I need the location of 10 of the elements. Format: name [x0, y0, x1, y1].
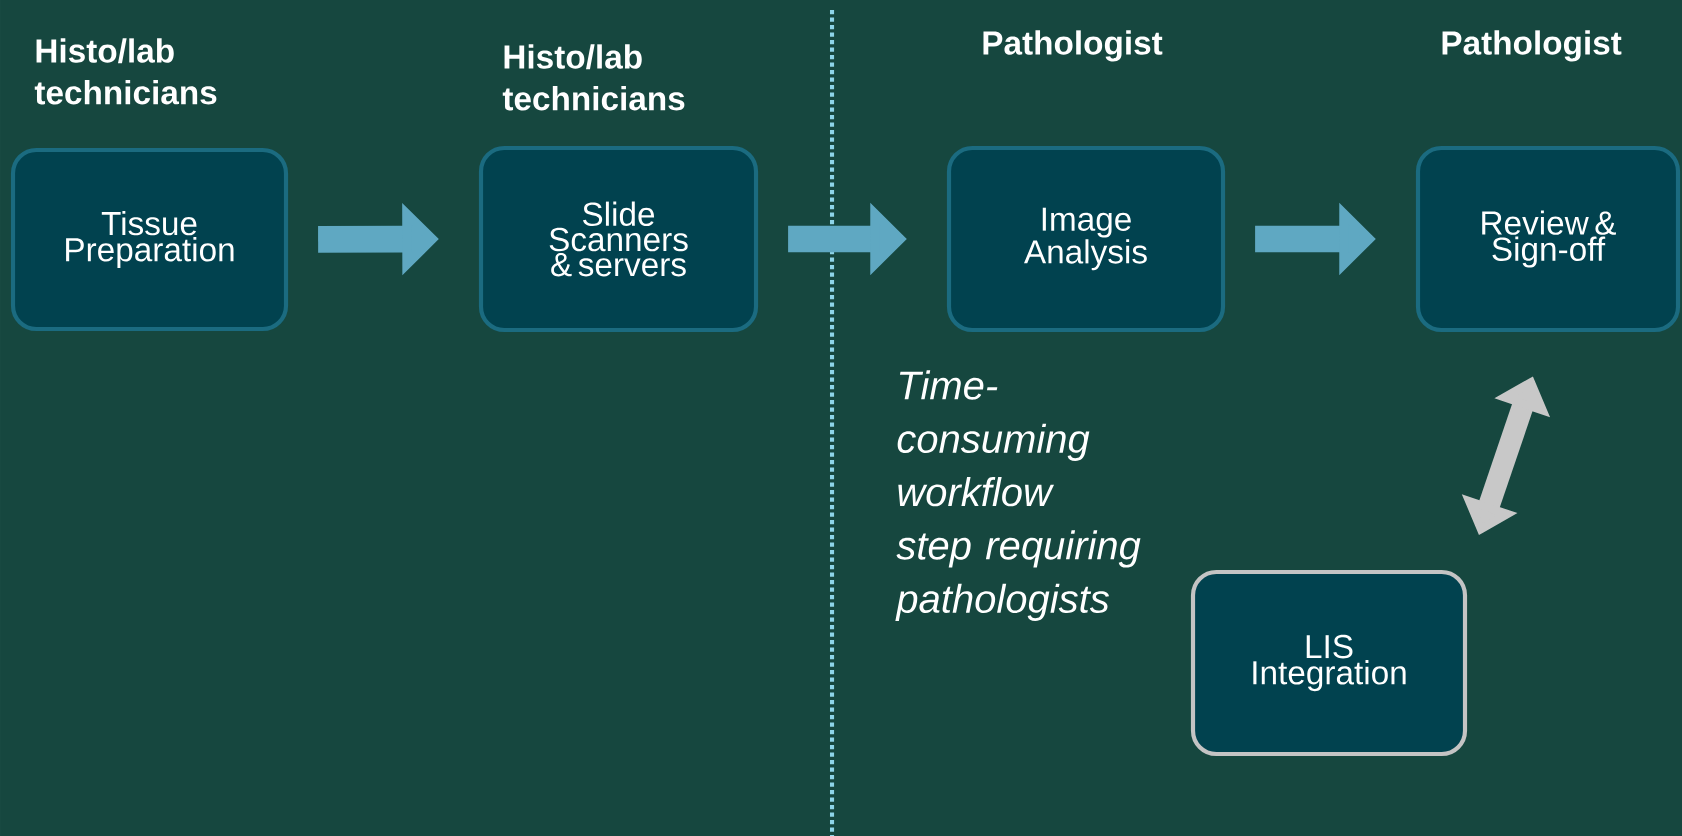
role-heading: Histo/lab technicians [34, 38, 217, 105]
role-heading: Histo/lab technicians [502, 44, 685, 111]
role-heading: Pathologist [983, 30, 1163, 62]
note-text: Time-consuming workflow step requiring pathologists [895, 370, 1141, 621]
process-box: LIS Integration [1190, 569, 1468, 757]
process-box: Slide Scanners & servers [478, 145, 759, 333]
process-box: Image Analysis [946, 145, 1226, 333]
process-box: Tissue Preparation [10, 147, 289, 332]
process-box: Review & Sign-off [1415, 145, 1681, 333]
role-heading: Pathologist [1442, 30, 1622, 62]
